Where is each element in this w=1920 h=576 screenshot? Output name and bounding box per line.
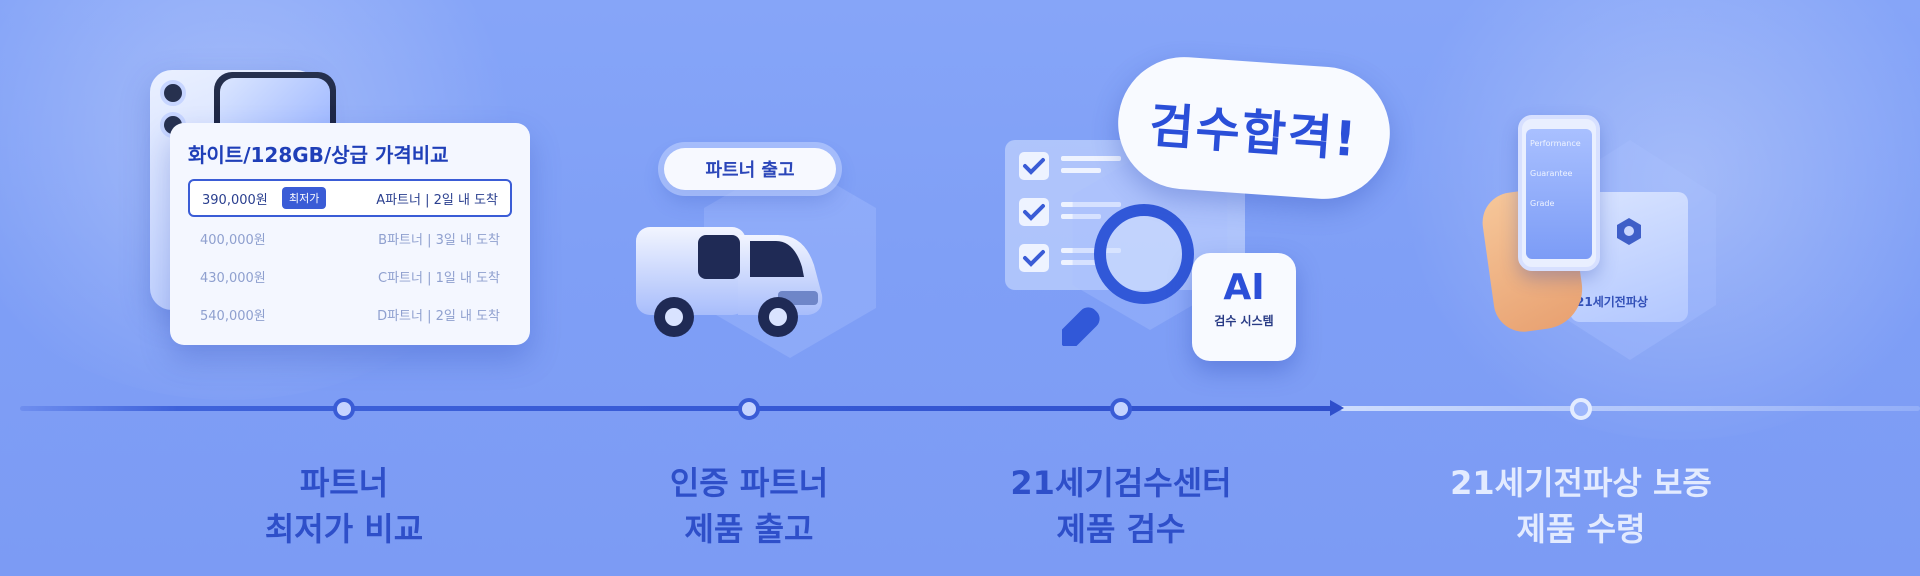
- step-label-line: 인증 파트너: [669, 464, 829, 502]
- lowest-price-badge: 최저가: [282, 187, 327, 209]
- phone-icon: Performance Guarantee Grade: [1518, 115, 1600, 271]
- step-label-line: 21세기전파상 보증: [1450, 464, 1712, 502]
- progress-timeline: [0, 398, 1920, 420]
- price-value: 430,000원: [200, 270, 266, 286]
- step-label-line: 21세기검수센터: [1010, 464, 1232, 502]
- camera-icon: [160, 80, 186, 106]
- step-label-line: 제품 수령: [1516, 510, 1646, 548]
- price-row: 400,000원 B파트너 | 3일 내 도착: [188, 219, 512, 257]
- timeline-line-complete: [20, 406, 1340, 411]
- partner-info: B파트너 | 3일 내 도착: [378, 232, 500, 248]
- timeline-node-1: [333, 398, 355, 420]
- timeline-node-2: [738, 398, 760, 420]
- step-label-3: 21세기검수센터 제품 검수: [961, 460, 1281, 552]
- price-row: 540,000원 D파트너 | 2일 내 도착: [188, 295, 512, 333]
- ai-inspection-badge: AI 검수 시스템: [1192, 253, 1296, 361]
- price-compare-card: 화이트/128GB/상급 가격비교 390,000원 최저가 A파트너 | 2일…: [170, 123, 530, 345]
- price-row: 390,000원 최저가 A파트너 | 2일 내 도착: [188, 179, 512, 217]
- price-value: 540,000원: [200, 308, 266, 324]
- inspection-pass-bubble: 검수합격!: [1113, 52, 1395, 204]
- phone-item-label: Performance: [1530, 139, 1581, 148]
- partner-info: D파트너 | 2일 내 도착: [377, 308, 500, 324]
- price-row: 430,000원 C파트너 | 1일 내 도착: [188, 257, 512, 295]
- hexagon-logo-icon: [1617, 218, 1641, 245]
- step-label-line: 파트너: [299, 464, 389, 502]
- partner-info: C파트너 | 1일 내 도착: [378, 270, 500, 286]
- step-label-line: 제품 검수: [1056, 510, 1186, 548]
- ai-badge-title: AI: [1223, 267, 1265, 308]
- price-value: 390,000원: [202, 192, 268, 208]
- step-label-4: 21세기전파상 보증 제품 수령: [1421, 460, 1741, 552]
- timeline-line-upcoming: [1340, 406, 1920, 411]
- ai-badge-subtitle: 검수 시스템: [1214, 314, 1274, 328]
- phone-item-label: Grade: [1530, 199, 1555, 208]
- phone-item-label: Guarantee: [1530, 169, 1573, 178]
- timeline-node-4: [1570, 398, 1592, 420]
- timeline-node-3: [1110, 398, 1132, 420]
- magnifier-icon: [1062, 204, 1194, 346]
- partner-info: A파트너 | 2일 내 도착: [376, 192, 498, 208]
- arrow-right-icon: [1330, 400, 1344, 416]
- price-value: 400,000원: [200, 232, 266, 248]
- price-compare-title: 화이트/128GB/상급 가격비교: [188, 143, 449, 167]
- step-label-line: 최저가 비교: [264, 510, 424, 548]
- step-label-1: 파트너 최저가 비교: [184, 460, 504, 552]
- truck-icon: [636, 227, 823, 337]
- step-label-line: 제품 출고: [684, 510, 814, 548]
- box-brand-label: 21세기전파상: [1576, 295, 1648, 309]
- shipping-pill: 파트너 출고: [664, 148, 836, 190]
- step-label-2: 인증 파트너 제품 출고: [589, 460, 909, 552]
